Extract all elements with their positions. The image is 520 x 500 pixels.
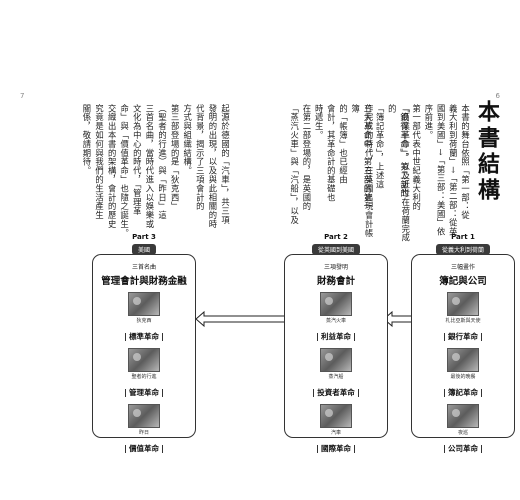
image-caption: 最後的晚餐 xyxy=(450,374,476,380)
text-column: 義大利到荷蘭」→「第二部：從英 xyxy=(448,104,459,237)
list-item: 蒸汽火車 利益革命 xyxy=(285,292,387,343)
image-caption: 聖者的行進 xyxy=(131,374,157,380)
image-caption: 昨日 xyxy=(138,430,149,436)
part-label: Part 3 xyxy=(132,233,156,241)
text-column: 三首名曲，當時代進入以娛樂或 xyxy=(144,104,155,229)
text-column: 第一部代表中世紀義大利的 xyxy=(411,104,422,211)
text-column: 國到美國」→「第三部：美國」依 xyxy=(436,104,447,237)
list-item: 昨日 價值革命 xyxy=(93,404,195,455)
text-column: 作完成的時代，在英國出現會計帳簿 xyxy=(350,104,375,238)
list-item: 蒸汽船 投資者革命 xyxy=(285,348,387,399)
text-column: 命」與「價值革命」也隨之誕生。 xyxy=(119,104,130,238)
part-subtitle: 三幅畫作 xyxy=(450,264,475,271)
illustration-image xyxy=(447,348,479,372)
text-column: 本書的舞台依照「第一部：從 xyxy=(460,104,471,220)
part-label: Part 2 xyxy=(324,233,348,241)
text-column: 「簿記革命」，上述這 xyxy=(375,104,386,189)
image-caption: 汽車 xyxy=(330,430,341,436)
part-title: 簿記與公司 xyxy=(439,276,487,287)
text-column: 時遞生。 xyxy=(314,104,325,140)
illustration-image xyxy=(128,404,160,428)
text-column: 的「帳簿」也已經由 xyxy=(338,104,349,185)
illustration-image xyxy=(447,292,479,316)
list-item: 汽車 國際革命 xyxy=(285,404,387,455)
image-caption: 夜巡 xyxy=(457,430,468,436)
list-item: 夜巡 公司革命 xyxy=(412,404,514,455)
list-item: 札比亞斯與天使 銀行革命 xyxy=(412,292,514,343)
text-column: 序前進。 xyxy=(423,104,434,140)
revolution-label: 國際革命 xyxy=(314,443,358,454)
page-number-right: 6 xyxy=(495,92,500,100)
revolution-label: 投資者革命 xyxy=(310,387,362,398)
illustration-image xyxy=(320,348,352,372)
text-column: 三大革命中，第三部的第一 xyxy=(362,104,373,211)
text-column: 代背景，揭示了三項會計的 xyxy=(195,104,206,211)
illustration-image xyxy=(128,292,160,316)
text-column: 「商業革命」，以及近世在荷蘭完成的 xyxy=(387,104,411,243)
arrow-part2-to-part3 xyxy=(195,310,284,328)
text-column: 「蒸汽火車」與「汽船」，以及 xyxy=(289,104,300,225)
text-column: 關係，敬請期待。 xyxy=(81,104,92,176)
text-column: 起源於德國的「汽車」，共三項 xyxy=(220,104,231,225)
text-column: 在第二部登場的，是英國的 xyxy=(301,104,312,211)
revolution-label: 公司革命 xyxy=(441,443,485,454)
part-title: 財務會計 xyxy=(316,276,355,287)
text-column: 文化為中心的時代，「管理革 xyxy=(132,104,143,216)
part-tag: 美國 xyxy=(131,244,157,255)
part2-box: Part 2 從英國到美國 三項發明 財務會計 蒸汽火車 利益革命 蒸汽船 投資… xyxy=(284,233,388,453)
revolution-label: 管理革命 xyxy=(122,387,166,398)
part-label: Part 1 xyxy=(451,233,475,241)
illustration-image xyxy=(128,348,160,372)
part-subtitle: 三項發明 xyxy=(323,264,348,271)
part1-box: Part 1 從義大利到荷蘭 三幅畫作 簿記與公司 札比亞斯與天使 銀行革命 最… xyxy=(411,233,515,453)
part-title: 管理會計與財務金融 xyxy=(101,276,187,287)
image-caption: 札比亞斯與天使 xyxy=(445,318,481,324)
page-number-left: 7 xyxy=(20,92,25,100)
image-caption: 狄克西 xyxy=(136,318,152,324)
text-column: （聖者的行進）與「昨日」這 xyxy=(157,104,168,220)
text-column: 究竟是如何與我們的生活產生 xyxy=(94,104,105,220)
revolution-label: 利益革命 xyxy=(314,331,358,342)
revolution-label: 價值革命 xyxy=(122,443,166,454)
revolution-label: 標準革命 xyxy=(122,331,166,342)
part-tag: 從英國到美國 xyxy=(311,244,361,255)
illustration-image xyxy=(320,404,352,428)
text-column: 第三部登場的是「狄克西」 xyxy=(170,104,181,211)
list-item: 最後的晚餐 簿記革命 xyxy=(412,348,514,399)
text-column: 發明的出現，以及與此相關的時 xyxy=(207,104,218,229)
part-subtitle: 三首名曲 xyxy=(131,264,156,271)
illustration-image xyxy=(320,292,352,316)
part3-box: Part 3 美國 三首名曲 管理會計與財務金融 狄克西 標準革命 聖者的行進 … xyxy=(92,233,196,453)
text-column: 交織出本書的架構，會計的歷史 xyxy=(107,104,118,229)
text-column: 「銀行革命」，第二部的 xyxy=(399,104,410,198)
list-item: 狄克西 標準革命 xyxy=(93,292,195,343)
part-tag: 從義大利到荷蘭 xyxy=(435,244,491,255)
arrow-part1-to-part2 xyxy=(383,310,411,328)
text-column: 方式與組織結構。 xyxy=(182,104,193,176)
page-title: 本書結構 xyxy=(474,100,499,204)
revolution-label: 銀行革命 xyxy=(441,331,485,342)
list-item: 聖者的行進 管理革命 xyxy=(93,348,195,399)
image-caption: 蒸汽船 xyxy=(328,374,344,380)
text-column: 會計，其革命計的基礎也 xyxy=(326,104,337,202)
revolution-label: 簿記革命 xyxy=(441,387,485,398)
illustration-image xyxy=(447,404,479,428)
image-caption: 蒸汽火車 xyxy=(325,318,346,324)
